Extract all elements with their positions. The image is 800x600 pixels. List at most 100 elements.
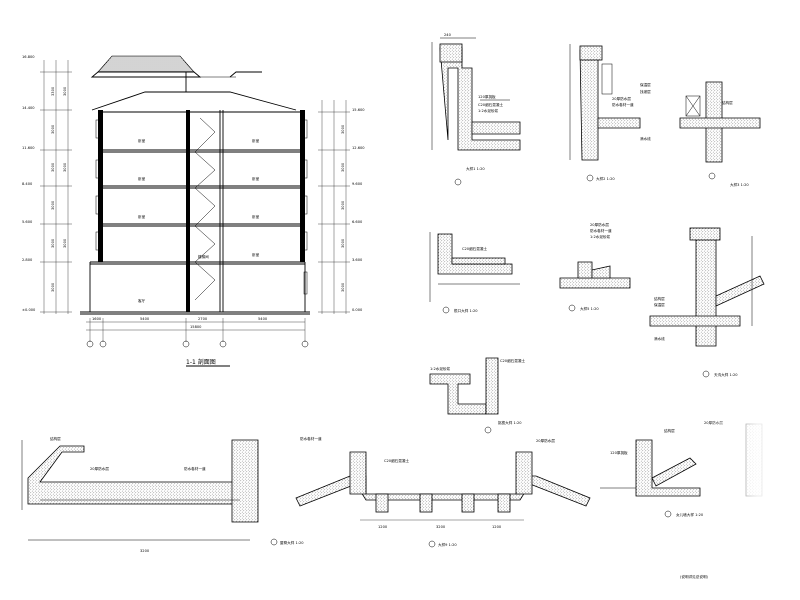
detail-note: 1:2水泥砂浆 [430,366,451,371]
dim-text: 3000 [341,200,345,210]
dim-text: 1200 [492,525,502,529]
dim-text: 3000 [51,282,55,292]
detail-label: 大样1 1:20 [466,166,485,171]
detail-note: C20细石混凝土 [462,246,487,251]
level-mark: 2.800 [22,258,33,262]
dim-text: 3300 [51,86,55,96]
dim-text: 3000 [63,162,67,172]
room-label: 楼梯间 [198,254,209,259]
detail-5: 20厚防水层 防水卷材一道 1:2水泥砂浆 大样5 1:20 [559,222,631,312]
left-dimension-chain: 3300 3000 3000 3000 3000 3000 3000 3000 … [22,55,72,314]
detail-note: 结构层 [722,100,733,105]
detail-note: 防水卷材一道 [590,228,612,233]
detail-note: 滴水线 [654,336,665,341]
level-mark: 5.600 [22,220,33,224]
detail-label: 檐口大样 1:20 [454,308,478,313]
detail-note: 防水卷材一道 [612,102,634,107]
level-mark: 14.400 [22,106,35,110]
level-mark: 9.600 [352,182,363,186]
room-label: 卧室 [252,176,260,181]
room-label: 卧室 [138,214,146,219]
dim-text: 3000 [51,200,55,210]
axis-bubble [86,340,94,348]
detail-note: 防水卷材一道 [300,436,322,441]
dim-text: 3000 [341,282,345,292]
dim-text: 3000 [63,238,67,248]
detail-label: 挑檐大样 1:20 [498,420,522,425]
detail-note: 找坡层 [640,89,651,94]
room-label: 卧室 [252,138,260,143]
detail-2: 20厚防水层 防水卷材一道 大样2 1:20 [569,44,641,182]
detail-9: 1200 3200 1200 C20细石混凝土 20厚防水层 防水卷材一道 大样… [295,436,591,548]
dim-text: 1600 [92,317,102,321]
detail-6: 结构层 保温层 滴水线 天沟大样 1:20 [649,227,765,378]
bottom-caption: (说明详见总说明) [680,574,709,579]
detail-note: 20厚防水层 [612,96,631,101]
bottom-dimension-chain: 1600 5400 2700 5400 15800 [86,317,309,348]
detail-7: C20细石混凝土 1:2水泥砂浆 挑檐大样 1:20 [429,357,525,434]
level-mark: 16.800 [22,55,35,59]
detail-note: 保温层 [640,82,651,87]
detail-label: 大样2 1:20 [596,176,615,181]
walls [89,110,306,312]
detail-note: 1:2水泥砂浆 [478,108,499,113]
level-mark: 12.600 [352,146,365,150]
level-mark: 11.600 [22,146,35,150]
room-label: 卧室 [138,176,146,181]
dim-text: 240 [444,33,452,37]
dim-text: 5400 [258,317,268,321]
dim-text: 1200 [378,525,388,529]
dim-text: 3000 [341,238,345,248]
dim-text: 5400 [140,317,150,321]
detail-note: C20细石混凝土 [384,458,409,463]
detail-label: 大样9 1:20 [438,542,457,547]
detail-note: 20厚防水层 [536,438,555,443]
detail-1: 120厚挑板 C20细石混凝土 1:2水泥砂浆 大样1 1:20 240 [431,33,521,186]
axis-bubble [182,340,190,348]
axis-bubble [301,340,309,348]
detail-note: C20细石混凝土 [500,358,525,363]
dim-text: 3000 [341,124,345,134]
detail-label: 大样5 1:20 [580,306,599,311]
detail-8: 20厚防水层 防水卷材一道 结构层 3200 屋脊大样 1:20 [21,436,304,553]
detail-note: C20细石混凝土 [478,102,503,107]
section-caption: 1-1 剖面图 [186,358,216,366]
dim-text: 3200 [436,525,446,529]
detail-note: 120厚挑板 [478,94,496,99]
detail-note: 20厚防水层 [590,222,609,227]
level-mark: 6.600 [352,220,363,224]
detail-note: 1:2水泥砂浆 [590,234,611,239]
dim-text: 3000 [51,162,55,172]
right-dimension-chain: 3000 3000 3000 3000 3000 15.600 12.600 9… [318,100,365,314]
stair [194,117,216,301]
level-mark: 3.600 [352,258,363,262]
dim-total: 15800 [190,325,202,329]
axis-bubble [99,340,107,348]
detail-note: 防水卷材一道 [184,466,206,471]
detail-note: 保温层 [654,302,665,307]
detail-label: 大样3 1:20 [730,182,749,187]
dim-text: 3000 [51,238,55,248]
axis-bubble [219,340,227,348]
room-label: 卧室 [252,214,260,219]
dim-text: 3000 [63,86,67,96]
floor-lines [80,111,310,315]
detail-label: 天沟大样 1:20 [714,372,738,377]
detail-note: 结构层 [654,296,665,301]
dim-text: 2700 [198,317,208,321]
room-label: 卧室 [138,138,146,143]
image-fade-overlay [705,420,800,600]
windows [95,119,308,295]
detail-note: 20厚防水层 [90,466,109,471]
room-label: 卧室 [252,252,260,257]
detail-label: 屋脊大样 1:20 [280,540,304,545]
level-mark: ±0.000 [22,308,36,312]
dim-text: 3000 [341,162,345,172]
detail-4: C20细石混凝土 檐口大样 1:20 [429,232,520,314]
building-section: 卧室 卧室 卧室 卧室 卧室 卧室 楼梯间 卧室 客厅 3300 3000 30… [22,55,365,367]
level-mark: 15.600 [352,108,365,112]
detail-3: 结构层 保温层 找坡层 滴水线 大样3 1:20 [640,81,761,187]
dim-text: 3000 [51,124,55,134]
